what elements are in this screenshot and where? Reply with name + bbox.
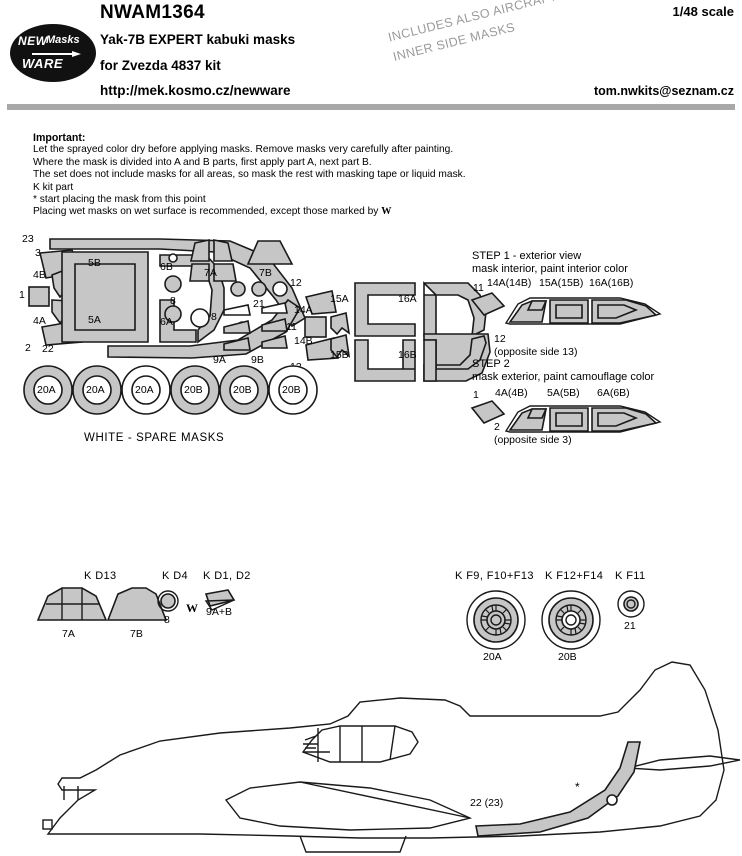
part-label-7b: 7B — [130, 628, 143, 640]
logo-arrow-icon — [32, 51, 82, 57]
step2-opposite-note: (opposite side 3) — [494, 434, 572, 446]
wheel-label-20a-1: 20A — [37, 384, 56, 396]
mask-label-16a: 16A — [398, 293, 417, 305]
wet-mask-symbol: W — [381, 206, 392, 218]
logo-new-text: NEW — [18, 34, 48, 48]
mask-label-4a: 4A — [33, 315, 46, 327]
start-point-marker: * — [575, 780, 580, 794]
important-line-5: * start placing the mask from this point — [33, 194, 206, 206]
mask-label-23: 23 — [22, 233, 34, 245]
mask-label-14a: 14A — [294, 304, 313, 316]
important-heading: Important: — [33, 132, 86, 144]
contact-email[interactable]: tom.nwkits@seznam.cz — [593, 84, 734, 98]
part-label-9ab: 9A+B — [206, 606, 232, 618]
mask-label-14b: 14B — [294, 335, 313, 347]
step1-canopy-diagram — [470, 292, 662, 325]
step1-label-12: 12 — [494, 333, 506, 345]
kit-part-kf12f14: K F12+F14 — [545, 570, 604, 582]
step1-opposite-note: (opposite side 13) — [494, 346, 578, 358]
step2-title: STEP 2 — [472, 358, 510, 370]
mask-label-1: 1 — [19, 289, 25, 301]
logo-masks-text: Masks — [46, 34, 80, 46]
step2-canopy-diagram — [470, 400, 662, 433]
wheel-label-20b-2: 20B — [233, 384, 252, 396]
step1-label-11: 11 — [473, 282, 484, 294]
mask-label-8: 8 — [170, 295, 176, 307]
parts-left-graphic — [36, 587, 236, 621]
kit-part-kd13: K D13 — [84, 570, 117, 582]
mask-label-7b: 7B — [259, 267, 272, 279]
mask-label-3: 3 — [35, 247, 41, 259]
mask-label-16b: 16B — [398, 349, 417, 361]
step2-label-5a: 5A(5B) — [547, 387, 580, 399]
mask-label-6a: 6A — [160, 316, 173, 328]
product-code: NWAM1364 — [100, 2, 205, 23]
scale-label: 1/48 scale — [672, 4, 734, 19]
step2-label-4a: 4A(4B) — [495, 387, 528, 399]
important-notes: Important: Let the sprayed color dry bef… — [33, 132, 466, 219]
mask-label-9a: 9A — [213, 354, 226, 366]
product-title: Yak-7B EXPERT kabuki masks — [100, 32, 296, 47]
step2-label-2: 2 — [494, 421, 500, 433]
step1-label-15a: 15A(15B) — [539, 277, 584, 289]
mask-label-11: 11 — [286, 321, 297, 333]
mask-label-4b: 4B — [33, 269, 46, 281]
part-label-21: 21 — [624, 620, 636, 632]
website-url[interactable]: http://mek.kosmo.cz/newware — [100, 83, 291, 98]
mask-label-15a: 15A — [330, 293, 349, 305]
mask-label-5b: 5B — [88, 257, 101, 269]
mask-label-22: 22 — [42, 343, 54, 355]
important-line-4: K kit part — [33, 181, 74, 193]
kit-part-kd1d2: K D1, D2 — [203, 570, 251, 582]
logo-ware-text: WARE — [22, 56, 63, 71]
step1-subtitle: mask interior, paint interior color — [472, 263, 628, 275]
mask-label-5a: 5A — [88, 314, 101, 326]
important-line-1: Let the sprayed color dry before applyin… — [33, 144, 454, 156]
step2-label-1: 1 — [473, 389, 479, 401]
mask-label-15b: 15B — [330, 349, 349, 361]
header-divider — [7, 104, 735, 110]
important-line-3: The set does not include masks for all a… — [33, 169, 466, 181]
mask-sheet-graphic — [28, 238, 491, 382]
mask-label-9b: 9B — [251, 354, 264, 366]
wheel-label-20b-3: 20B — [282, 384, 301, 396]
step2-block: STEP 2 mask exterior, paint camouflage c… — [472, 358, 654, 384]
kit-part-kd4: K D4 — [162, 570, 189, 582]
step2-subtitle: mask exterior, paint camouflage color — [472, 371, 655, 383]
mask-label-6b: 6B — [160, 261, 173, 273]
kit-part-kf11: K F11 — [615, 570, 646, 582]
parts-right-graphic — [466, 590, 645, 650]
mask-label-7a: 7A — [204, 267, 217, 279]
part-label-20b: 20B — [558, 651, 577, 663]
part-label-8: 8 — [164, 614, 170, 626]
part-label-20a: 20A — [483, 651, 502, 663]
mask-label-12: 12 — [290, 277, 302, 289]
part-label-7a: 7A — [62, 628, 75, 640]
step1-title: STEP 1 - exterior view — [472, 250, 582, 262]
wheel-label-20b-1: 20B — [184, 384, 203, 396]
step1-label-14a: 14A(14B) — [487, 277, 532, 289]
step1-label-16a: 16A(16B) — [589, 277, 634, 289]
kit-compatibility: for Zvezda 4837 kit — [100, 58, 221, 73]
important-line-2: Where the mask is divided into A and B p… — [33, 156, 372, 168]
wheel-label-20a-2: 20A — [86, 384, 105, 396]
wet-mask-symbol-parts: W — [186, 601, 198, 615]
mask-label-8-spare: 8 — [211, 311, 217, 323]
mask-label-2: 2 — [25, 342, 31, 354]
step2-label-6a: 6A(6B) — [597, 387, 630, 399]
wheel-masks-row — [23, 365, 318, 415]
newware-logo: NEW Masks WARE — [10, 24, 96, 82]
important-line-6-text: Placing wet masks on wet surface is reco… — [33, 206, 379, 218]
wheel-label-20a-3: 20A — [135, 384, 154, 396]
mask-label-21: 21 — [253, 298, 265, 310]
kit-part-kf9f10f13: K F9, F10+F13 — [455, 570, 534, 582]
spare-masks-caption: WHITE - SPARE MASKS — [84, 432, 225, 444]
aircraft-rudder-label: 22 (23) — [470, 797, 504, 809]
step1-block: STEP 1 - exterior view mask interior, pa… — [472, 250, 628, 276]
important-line-6: Placing wet masks on wet surface is reco… — [33, 206, 466, 218]
